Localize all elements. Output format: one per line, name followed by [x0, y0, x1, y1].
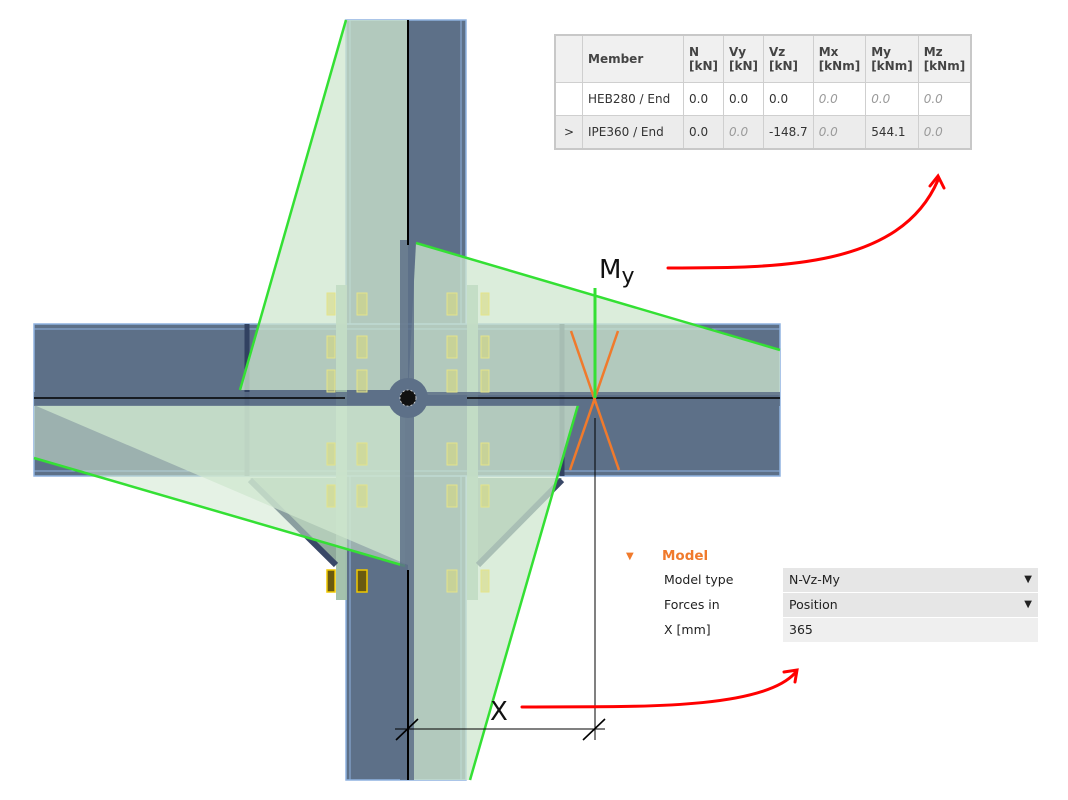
header-selector [554, 34, 583, 83]
moment-label: My [599, 255, 634, 289]
cell-mz[interactable]: 0.0 [917, 82, 972, 116]
cell-n[interactable]: 0.0 [683, 115, 724, 150]
cell-member[interactable]: IPE360 / End [582, 115, 684, 150]
header-n[interactable]: N[kN] [683, 34, 724, 83]
cell-mz[interactable]: 0.0 [917, 115, 972, 150]
header-mz[interactable]: Mz[kNm] [917, 34, 972, 83]
model-properties-panel: ▼ Model Model type N-Vz-My ▼ Forces in P… [626, 545, 1038, 642]
table-row[interactable]: > IPE360 / End 0.0 0.0 -148.7 0.0 544.1 … [554, 115, 972, 150]
model-type-label: Model type [664, 572, 734, 587]
cell-vy[interactable]: 0.0 [723, 115, 764, 150]
header-member[interactable]: Member [582, 34, 684, 83]
section-cut-marker [568, 288, 621, 471]
table-row[interactable]: HEB280 / End 0.0 0.0 0.0 0.0 0.0 0.0 [554, 82, 972, 116]
header-vy[interactable]: Vy[kN] [723, 34, 764, 83]
section-title: Model [662, 548, 709, 564]
callout-arrow-x [520, 668, 799, 709]
table-header-row: Member N[kN] Vy[kN] Vz[kN] Mx[kNm] My[kN… [554, 34, 972, 83]
cell-vz[interactable]: 0.0 [763, 82, 814, 116]
caret-down-icon[interactable]: ▼ [626, 550, 634, 562]
cell-my[interactable]: 0.0 [865, 82, 919, 116]
cell-my[interactable]: 544.1 [865, 115, 919, 150]
model-section-header[interactable]: ▼ Model [626, 545, 1038, 567]
cell-n[interactable]: 0.0 [683, 82, 724, 116]
cell-member[interactable]: HEB280 / End [582, 82, 684, 116]
x-position-input[interactable]: 365 [783, 617, 1038, 642]
cell-vz[interactable]: -148.7 [763, 115, 814, 150]
forces-in-value: Position [789, 597, 838, 612]
cell-vy[interactable]: 0.0 [723, 82, 764, 116]
forces-in-label: Forces in [664, 597, 720, 612]
model-type-value: N-Vz-My [789, 572, 840, 587]
forces-in-dropdown[interactable]: Position ▼ [783, 592, 1038, 617]
dropdown-arrow-icon[interactable]: ▼ [1024, 574, 1032, 585]
internal-forces-table: Member N[kN] Vy[kN] Vz[kN] Mx[kNm] My[kN… [554, 34, 973, 150]
row-selector[interactable] [554, 82, 583, 116]
header-mx[interactable]: Mx[kNm] [812, 34, 867, 83]
cell-mx[interactable]: 0.0 [812, 82, 867, 116]
header-vz[interactable]: Vz[kN] [763, 34, 814, 83]
dropdown-arrow-icon[interactable]: ▼ [1024, 599, 1032, 610]
cell-mx[interactable]: 0.0 [812, 115, 867, 150]
model-type-dropdown[interactable]: N-Vz-My ▼ [783, 567, 1038, 592]
callout-arrow-my [666, 173, 946, 270]
forces-in-row: Forces in Position ▼ [626, 592, 1038, 617]
x-position-label: X [mm] [664, 622, 711, 637]
distance-label: X [490, 697, 508, 727]
member-axes [34, 20, 780, 780]
header-my[interactable]: My[kNm] [865, 34, 919, 83]
dimension-x [395, 418, 606, 741]
selected-bolts [326, 569, 368, 593]
bolts [326, 292, 490, 593]
x-position-row: X [mm] 365 [626, 617, 1038, 642]
x-position-value: 365 [789, 622, 813, 637]
row-selector-chevron-icon[interactable]: > [554, 115, 583, 150]
model-type-row: Model type N-Vz-My ▼ [626, 567, 1038, 592]
